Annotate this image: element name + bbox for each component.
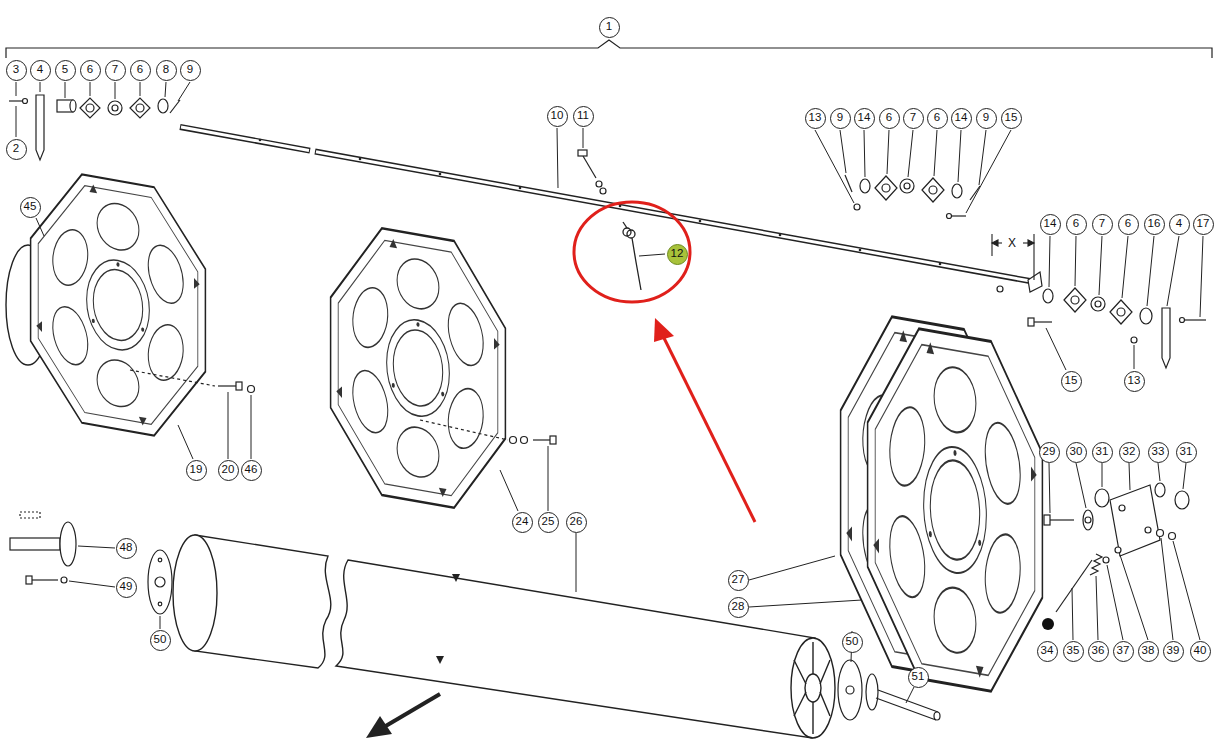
callout-number: 36	[1088, 641, 1109, 662]
callout-number: 26	[566, 512, 587, 533]
callout-number: 11	[573, 106, 594, 127]
callout-number: 14	[854, 108, 875, 129]
callout-number: 4	[30, 60, 51, 81]
callout-number: 1	[599, 17, 620, 38]
callout-number: 17	[1193, 214, 1214, 235]
callout-number: 33	[1148, 442, 1169, 463]
callout-number: 29	[1039, 442, 1060, 463]
callout-number: 28	[728, 597, 749, 618]
callout-number: 15	[1001, 108, 1022, 129]
callout-number: 32	[1119, 442, 1140, 463]
callout-number: 5	[55, 60, 76, 81]
callout-number: 13	[1124, 371, 1145, 392]
callout-number: 35	[1063, 641, 1084, 662]
callout-number: 31	[1092, 442, 1113, 463]
callout-number: 6	[927, 108, 948, 129]
callout-number: 6	[80, 60, 101, 81]
callout-number: 25	[538, 512, 559, 533]
callout-number: 12	[667, 244, 688, 265]
callout-number: 10	[547, 106, 568, 127]
callout-number: 6	[879, 108, 900, 129]
callout-number: 49	[116, 577, 137, 598]
callout-number: 46	[241, 460, 262, 481]
callout-number: 40	[1190, 641, 1211, 662]
callout-number: 50	[150, 630, 171, 651]
callout-number: 14	[1040, 214, 1061, 235]
callout-number: 20	[218, 460, 239, 481]
callout-number: 48	[116, 538, 137, 559]
callout-number: 38	[1138, 641, 1159, 662]
callout-number: 6	[1066, 214, 1087, 235]
callout-number: 27	[728, 570, 749, 591]
callout-number: 45	[20, 197, 41, 218]
callout-number: 19	[186, 460, 207, 481]
callout-number: 3	[6, 60, 27, 81]
callout-number: 24	[512, 512, 533, 533]
callout-number: 39	[1163, 641, 1184, 662]
callout-number: 9	[180, 60, 201, 81]
callout-number: 9	[830, 108, 851, 129]
callout-number: 14	[951, 108, 972, 129]
callout-number: 30	[1066, 442, 1087, 463]
dimension-label: X	[1006, 236, 1018, 250]
callout-number: 6	[130, 60, 151, 81]
callout-number: 9	[976, 108, 997, 129]
callout-number: 6	[1118, 214, 1139, 235]
callout-number: 16	[1144, 214, 1165, 235]
callout-number: 50	[842, 632, 863, 653]
callout-number: 37	[1113, 641, 1134, 662]
callout-number: 13	[805, 108, 826, 129]
callout-number: 15	[1061, 371, 1082, 392]
callout-number: 8	[156, 60, 177, 81]
callout-number: 51	[908, 667, 929, 688]
callout-number: 7	[105, 60, 126, 81]
callout-number: 31	[1176, 442, 1197, 463]
callout-number: 4	[1169, 214, 1190, 235]
callout-number: 7	[903, 108, 924, 129]
callout-number: 34	[1037, 641, 1058, 662]
callout-number: 2	[6, 139, 27, 160]
callout-number: 7	[1092, 214, 1113, 235]
